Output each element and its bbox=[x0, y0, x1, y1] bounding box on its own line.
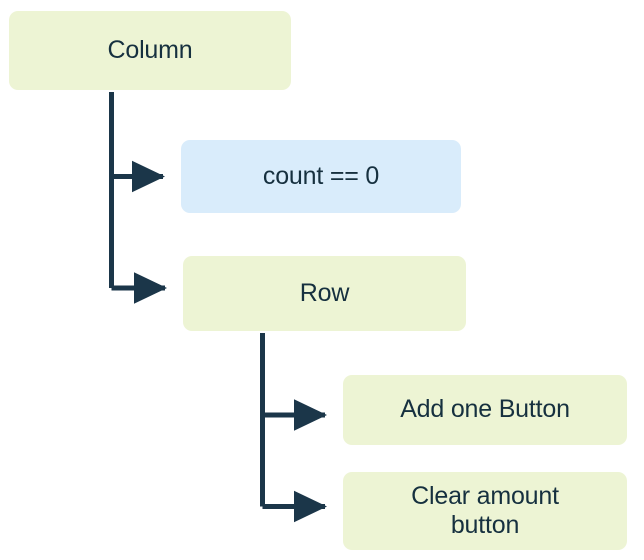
node-add-one-button-label: Add one Button bbox=[400, 395, 570, 424]
node-column[interactable]: Column bbox=[9, 11, 291, 90]
node-row[interactable]: Row bbox=[183, 256, 466, 331]
node-count-condition[interactable]: count == 0 bbox=[181, 140, 461, 213]
node-add-one-button[interactable]: Add one Button bbox=[343, 375, 627, 445]
node-clear-amount-button[interactable]: Clear amount button bbox=[343, 472, 627, 550]
node-row-label: Row bbox=[299, 278, 350, 307]
node-count-condition-label: count == 0 bbox=[262, 161, 380, 190]
node-clear-amount-button-label: Clear amount button bbox=[411, 481, 559, 540]
node-column-label: Column bbox=[107, 35, 193, 64]
